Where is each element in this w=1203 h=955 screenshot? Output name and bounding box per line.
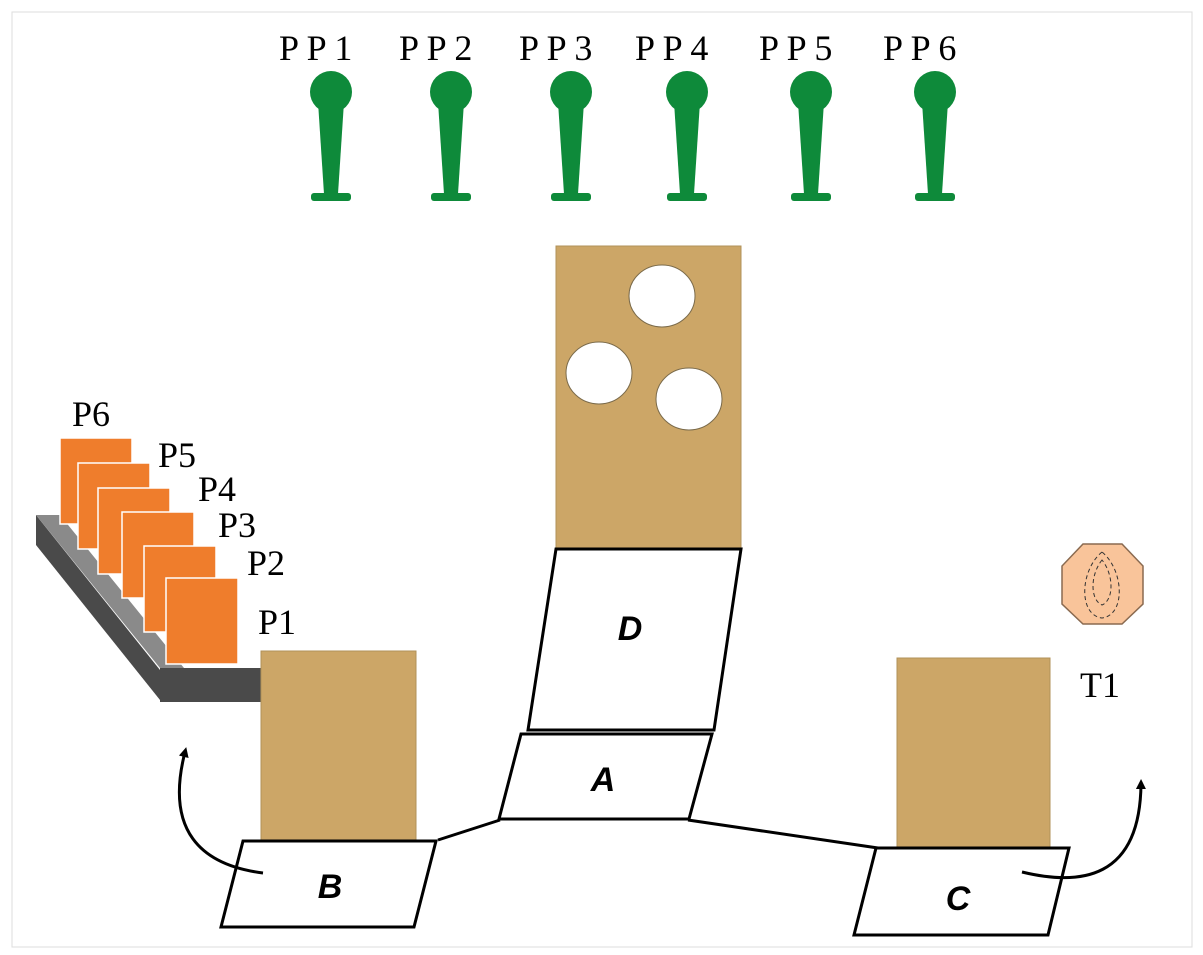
pin-base (311, 193, 351, 201)
part-label: P2 (247, 543, 285, 583)
hole (565, 341, 633, 405)
part-label: P6 (72, 394, 110, 434)
conveyor-base (160, 668, 264, 702)
station-c: C (852, 657, 1071, 937)
pin-shaft (318, 102, 344, 194)
pin-label: P P 6 (883, 28, 956, 68)
pin-5: P P 5 (759, 28, 832, 201)
pin-6: P P 6 (883, 28, 956, 201)
pin-label: P P 3 (519, 28, 592, 68)
link-b-a (437, 818, 501, 842)
part-label: P1 (258, 602, 296, 642)
part-label: P4 (198, 469, 236, 509)
arrow-b-to-parts (177, 747, 264, 875)
pin-base (667, 193, 707, 201)
station-b: B (219, 650, 438, 929)
station-a-shape (497, 732, 714, 821)
station-d-label: D (618, 610, 643, 648)
pin-base (431, 193, 471, 201)
station-a-label: A (590, 761, 616, 799)
arrow-c-to-tool (1021, 779, 1146, 880)
pin-shaft (922, 102, 948, 194)
station-d-block (555, 245, 742, 550)
tool-shape (1061, 543, 1144, 625)
frame-border (11, 11, 1193, 948)
pin-label: P P 5 (759, 28, 832, 68)
station-b-label: B (318, 868, 343, 906)
pin-shaft (798, 102, 824, 194)
hole (655, 367, 723, 431)
pin-base (551, 193, 591, 201)
pin-label: P P 1 (279, 28, 352, 68)
pin-label: P P 2 (399, 28, 472, 68)
station-a: A (497, 732, 714, 821)
pin-shaft (558, 102, 584, 194)
tool-t1: T1 (1061, 543, 1144, 705)
part-label: P3 (218, 505, 256, 545)
part-card (165, 577, 239, 665)
pin-3: P P 3 (519, 28, 592, 201)
link-a-c (687, 818, 879, 850)
pin-4: P P 4 (635, 28, 708, 201)
b-block (260, 650, 417, 841)
tool-label: T1 (1080, 665, 1120, 705)
station-b-shape (219, 839, 438, 929)
pin-base (791, 193, 831, 201)
station-c-shape (852, 846, 1071, 937)
pin-2: P P 2 (399, 28, 472, 201)
tool-contour-outer (1084, 551, 1120, 619)
c-block (896, 657, 1051, 849)
part-1: P1 (165, 577, 296, 665)
station-d: D (526, 547, 743, 732)
pin-row: P P 1 P P 2 P P 3 P P 4 P P 5 P P 6 (279, 28, 956, 201)
conveyor-side (36, 515, 160, 700)
hole (628, 264, 696, 328)
pin-shaft (438, 102, 464, 194)
pin-base (915, 193, 955, 201)
station-d-shape (526, 547, 743, 732)
tool-contour-inner (1092, 559, 1112, 606)
part-label: P5 (158, 435, 196, 475)
pin-shaft (674, 102, 700, 194)
pin-label: P P 4 (635, 28, 708, 68)
pin-1: P P 1 (279, 28, 352, 201)
station-c-label: C (946, 880, 971, 918)
